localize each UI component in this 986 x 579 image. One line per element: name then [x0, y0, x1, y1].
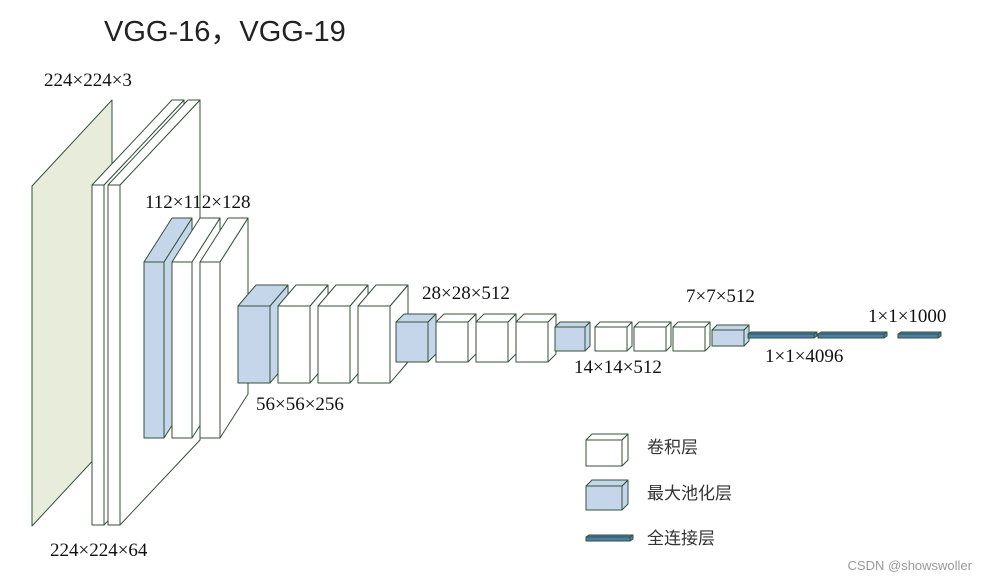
legend-conv-label: 卷积层 — [647, 438, 698, 458]
legend-fc-icon-front — [585, 536, 631, 542]
fc-layer-2-front — [817, 333, 885, 339]
label-conv5-size: 14×14×512 — [574, 357, 662, 378]
legend-pool-icon-front — [585, 485, 623, 511]
conv2-layer-1-front — [171, 261, 193, 439]
fc-layer-3-front — [897, 333, 939, 339]
conv3-layer-2-front — [317, 305, 351, 384]
label-conv3-size: 56×56×256 — [256, 394, 344, 415]
pool1-layer-front — [143, 261, 165, 439]
conv5-layer-1-front — [594, 326, 628, 352]
conv3-layer-3-front — [357, 305, 391, 384]
label-fc-size: 1×1×4096 — [765, 346, 844, 367]
conv1-layer-1-front — [91, 184, 105, 526]
conv4-layer-3-front — [515, 321, 549, 363]
conv4-layer-1-front — [435, 321, 469, 363]
fc-layer-1-front — [747, 333, 815, 339]
watermark: CSDN @showswoller — [847, 558, 972, 573]
pool3-layer-front — [395, 321, 429, 363]
conv5-layer-3-front — [672, 326, 706, 352]
conv3-layer-1-front — [277, 305, 311, 384]
conv5-layer-1-top — [594, 321, 633, 328]
pool4-layer-top — [554, 321, 591, 328]
label-conv2-size: 112×112×128 — [145, 192, 251, 213]
conv5-layer-3-top — [672, 321, 711, 328]
diagram-title: VGG-16，VGG-19 — [104, 16, 346, 48]
label-pool5-size: 7×7×512 — [686, 286, 755, 307]
conv4-layer-2-front — [475, 321, 509, 363]
conv2-layer-2-front — [199, 261, 221, 439]
conv1-layer-2-front — [107, 184, 121, 526]
pool4-layer-front — [554, 326, 586, 352]
label-conv4-size: 28×28×512 — [422, 283, 510, 304]
pool5-layer-top — [711, 324, 750, 331]
conv5-layer-2-front — [633, 326, 667, 352]
pool2-layer-front — [237, 305, 271, 384]
label-input-size: 224×224×3 — [44, 70, 132, 91]
legend-pool-label: 最大池化层 — [647, 484, 732, 504]
label-conv1-size: 224×224×64 — [50, 540, 148, 561]
pool5-layer-front — [711, 329, 745, 347]
legend-conv-icon-front — [585, 439, 623, 467]
conv5-layer-2-top — [633, 321, 672, 328]
label-output-size: 1×1×1000 — [868, 306, 947, 327]
legend-conv-icon-top — [585, 433, 629, 441]
legend-fc-label: 全连接层 — [647, 529, 715, 549]
legend-pool-icon-top — [585, 479, 629, 487]
